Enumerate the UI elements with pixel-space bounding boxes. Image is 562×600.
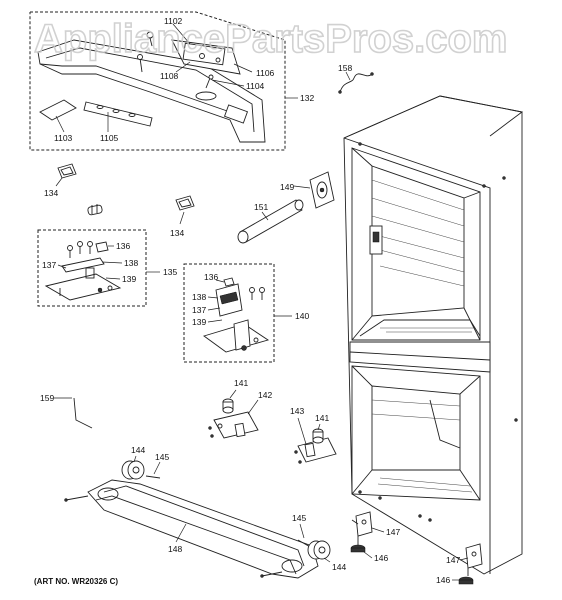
hinge-group-140: 136 138 137 139 140: [183, 263, 309, 363]
part-143-bracket: 143 141: [290, 406, 337, 464]
label-145-right: 145: [292, 513, 306, 523]
label-137-left: 137: [42, 260, 56, 270]
label-158: 158: [338, 63, 352, 73]
part-148-base-grille: 148: [64, 479, 319, 579]
label-146-left: 146: [374, 553, 388, 563]
label-147-right: 147: [446, 555, 460, 565]
art-number: (ART NO. WR20326 C): [34, 577, 118, 586]
label-138-left: 138: [124, 258, 138, 268]
part-159-hex-key: 159: [40, 393, 93, 429]
label-1106: 1106: [256, 68, 275, 78]
label-139-right: 139: [192, 317, 206, 327]
label-146-right: 146: [436, 575, 450, 585]
label-141-right: 141: [315, 413, 329, 423]
refrigerator-cabinet: [343, 95, 524, 575]
hinge-group-135: 136 137 138 139 135: [37, 229, 177, 307]
label-1105: 1105: [100, 133, 119, 143]
part-149-bracket: 149: [280, 171, 335, 209]
label-135: 135: [163, 267, 177, 277]
label-1104: 1104: [246, 81, 265, 91]
label-137-right: 137: [192, 305, 206, 315]
label-1103: 1103: [54, 133, 73, 143]
label-134-left: 134: [44, 188, 58, 198]
label-144-right: 144: [332, 562, 346, 572]
label-136-right: 136: [204, 272, 218, 282]
part-151-rod: 151: [237, 199, 304, 244]
label-139-left: 139: [122, 274, 136, 284]
label-136-left: 136: [116, 241, 130, 251]
part-144-roller-right: 145 144: [292, 513, 346, 572]
label-141-left: 141: [234, 378, 248, 388]
label-1102: 1102: [164, 16, 183, 26]
part-147-146-levelers: 147 146 147 146: [350, 511, 483, 585]
label-144-left: 144: [131, 445, 145, 455]
label-151: 151: [254, 202, 268, 212]
label-149: 149: [280, 182, 294, 192]
part-144-roller-left: 144 145: [121, 445, 169, 480]
label-159: 159: [40, 393, 54, 403]
label-1108: 1108: [160, 71, 179, 81]
part-134-spacers: 134 134: [44, 163, 195, 238]
label-142: 142: [258, 390, 272, 400]
watermark-text: AppliancePartsPros.com: [34, 17, 508, 61]
label-143: 143: [290, 406, 304, 416]
label-138-right: 138: [192, 292, 206, 302]
part-158-wire: 158: [338, 63, 374, 94]
label-145-left: 145: [155, 452, 169, 462]
kit-132-group: 1102 1106 1108 1104 132 1103 1105: [29, 11, 314, 151]
label-132: 132: [300, 93, 314, 103]
label-140: 140: [295, 311, 309, 321]
part-142-bracket: 141 142: [208, 378, 272, 439]
label-148: 148: [168, 544, 182, 554]
watermark-logo: AppliancePartsPros.com: [34, 16, 508, 62]
label-147-left: 147: [386, 527, 400, 537]
label-134-right: 134: [170, 228, 184, 238]
